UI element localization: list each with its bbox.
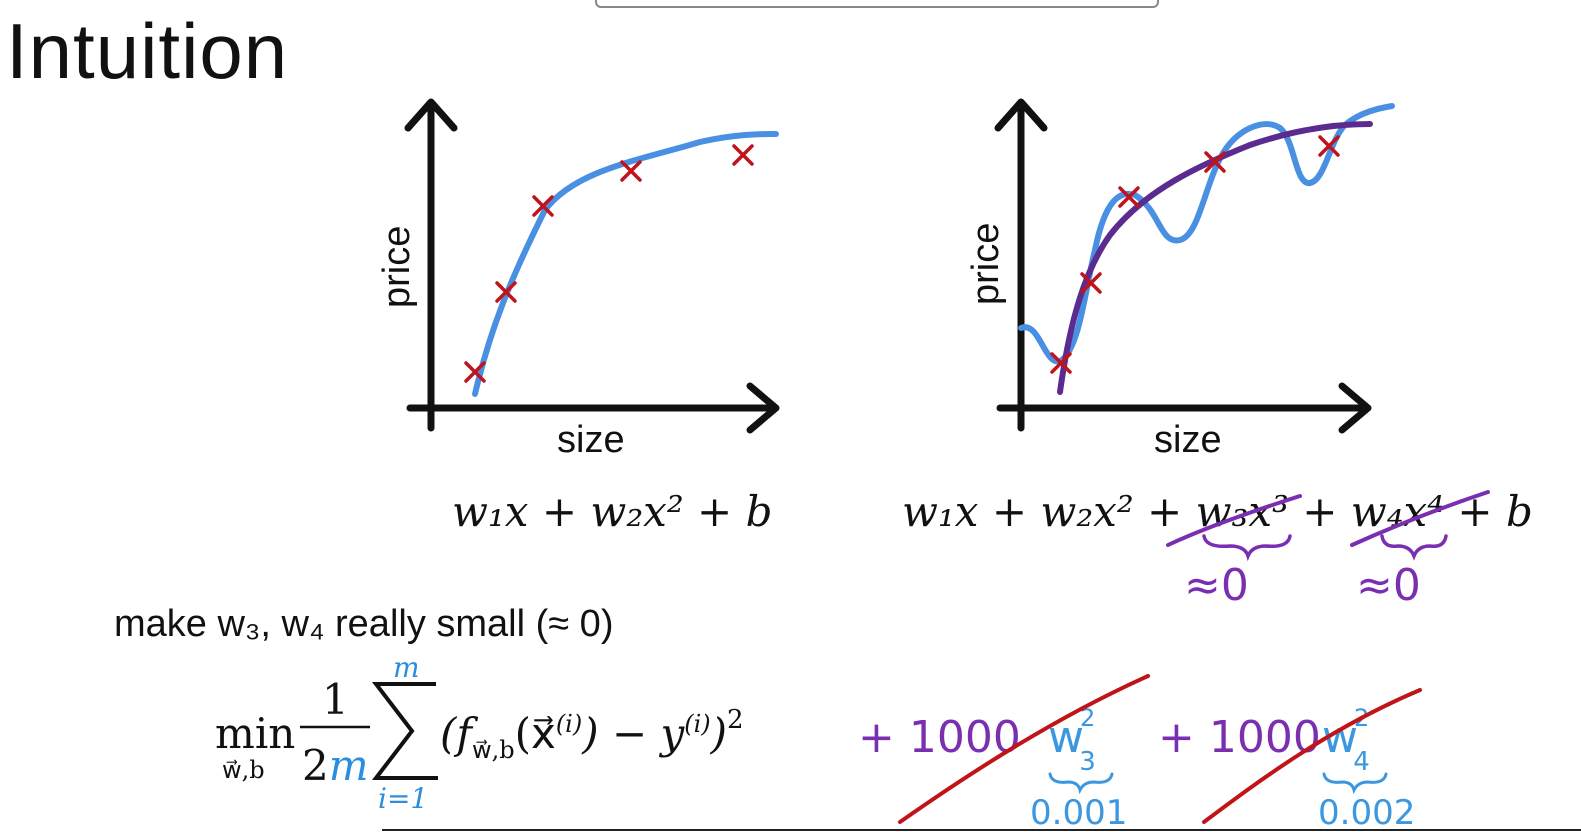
left-equation: w₁x + w₂x² + b [452,487,772,536]
data-point [1204,151,1226,173]
red-strike-2 [1202,688,1422,824]
f-subscript: w⃗,b [472,736,515,764]
penalty-w3-sup: 2 [1080,704,1095,732]
min-subscript: w⃗,b [222,756,265,784]
left-x-arrowhead [746,382,780,434]
approx-zero-w4: ≈0 [1356,560,1421,611]
data-point [1080,272,1102,294]
penalty-w3-letter: w [1048,712,1084,763]
x-superscript: (i) [556,710,582,738]
left-y-label: price [376,226,418,308]
data-point [1118,186,1140,208]
data-point [1050,352,1072,374]
top-window-bar [595,0,1159,8]
left-plot: size price [376,98,780,461]
data-point [495,281,517,303]
loss-body: (fw⃗,b(x⃗(i)) − y(i))2 [440,705,744,764]
data-point [1318,135,1340,157]
right-x-label: size [1154,419,1222,461]
right-regularized-curve [1057,121,1373,395]
left-y-arrowhead [404,98,458,132]
minus-y: ) − y [581,709,685,758]
value-w4: 0.002 [1318,793,1415,832]
brace-w3 [1202,534,1292,562]
right-data-points [1050,135,1340,374]
caption-text: make w₃, w₄ really small (≈ 0) [114,603,613,645]
left-data-points [464,144,754,383]
x-vector: (x⃗ [515,709,556,758]
red-strike-1 [898,674,1150,824]
sum-upper-limit: m [393,651,420,684]
brace-penalty-w4 [1322,772,1388,795]
penalty-w3-sub: 3 [1079,747,1096,777]
fraction-numerator: 1 [322,675,349,724]
min-operator: min [215,709,295,758]
right-x-arrowhead [1338,382,1372,434]
close-paren: ) [710,709,727,758]
left-fit-curve [472,131,779,397]
data-point [464,361,486,383]
penalty-w3: w2 3 [1048,704,1096,777]
strike-w3-term [1166,494,1302,547]
data-point [532,195,554,217]
data-point [732,144,754,166]
right-plot: size price [965,98,1395,461]
denominator-m: m [329,741,369,790]
brace-w4 [1380,534,1448,561]
data-point [620,160,642,182]
sum-lower-limit: i=1 [378,782,428,815]
right-y-label: price [965,223,1007,305]
strike-w4-term [1350,490,1490,547]
slide-title: Intuition [6,7,289,95]
left-x-label: size [557,419,625,461]
penalty-term-1: + 1000 [858,712,1021,763]
brace-penalty-w3 [1048,772,1114,795]
value-w3: 0.001 [1030,793,1127,832]
denominator-two: 2 [302,741,329,790]
right-y-arrowhead [994,98,1048,132]
right-equation-annotations: ≈0 ≈0 [1166,490,1490,611]
fraction-denominator: 2m [302,741,369,790]
cost-function: min w⃗,b 1 2m m i=1 (fw⃗,b(x⃗(i)) − y(i)… [215,651,1422,832]
right-overfit-curve [1018,103,1395,365]
approx-zero-w3: ≈0 [1184,560,1249,611]
y-superscript: (i) [684,710,710,738]
sigma-symbol [371,682,438,780]
penalty-term-2: + 1000 [1158,712,1321,763]
penalty-w4-sub: 4 [1353,747,1370,777]
squared: 2 [727,705,744,735]
